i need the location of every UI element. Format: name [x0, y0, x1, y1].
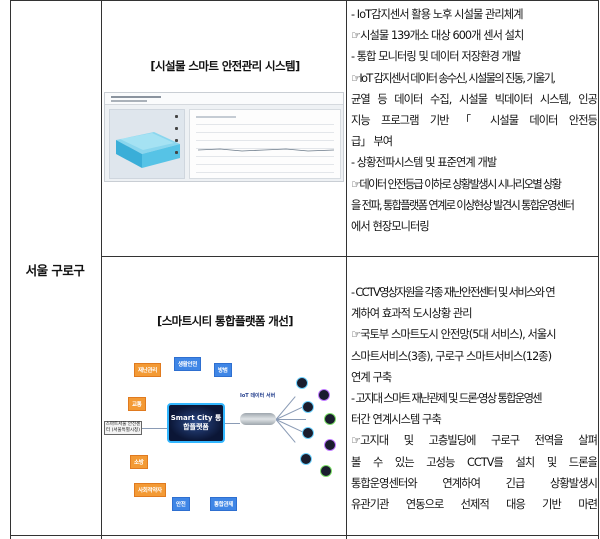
desc-line: 볼 수 있는 고성능 CCTV를 설치 및 드론을 — [351, 455, 597, 469]
system-title-platform: [스마트시티 통합플랫폼 개선] — [157, 314, 293, 328]
desc-line: 연계 구축 — [351, 370, 392, 384]
desc-line: 터간 연계시스템 구축 — [351, 413, 442, 427]
safety-system-screenshot — [104, 92, 344, 182]
safety-system-description: - IoT감지센서 활용 노후 시설물 관리체계 ☞시설물 139개소 대상 6… — [351, 4, 597, 237]
desc-line: 에서 현장모니터링 — [351, 219, 430, 233]
system-title-safety: [시설물 스마트 안전관리 시스템] — [150, 59, 300, 73]
service-chip: 교통 — [128, 397, 146, 411]
desc-line: 계하여 효과적 도시상황 관리 — [351, 307, 473, 321]
desc-line: 을 전파, 통합플랫폼 연계로 이상현상 발견시 통합운영센터 — [351, 198, 575, 212]
service-node-icon — [300, 453, 312, 465]
desc-line: 균열 등 데이터 수집, 시설물 빅데이터 시스템, 인공 — [351, 92, 597, 106]
desc-line: - IoT감지센서 활용 노후 시설물 관리체계 — [351, 8, 523, 21]
table-border-left — [10, 0, 11, 539]
desc-line: ☞시설물 139개소 대상 600개 센서 설치 — [351, 29, 524, 43]
service-chip: 사회적약자 — [134, 483, 166, 497]
service-chip: 방범 — [214, 363, 232, 377]
desc-line: - 고지대 스마트 재난관제 및 드론·영상 통합운영센 — [351, 391, 543, 405]
service-node-icon — [324, 439, 336, 451]
desc-line: 스마트서비스(3종), 구로구 스마트서비스(12종) — [351, 349, 552, 363]
platform-diagram: 스마트서울 안전센터 (서울특별시청) Smart City 통합플랫폼 재난관… — [104, 355, 344, 525]
desc-line: ☞데이터 안전등급 이하로 상황발생시 시나리오별 상황 — [351, 177, 562, 191]
table-border-col1 — [101, 0, 102, 539]
table-border-top — [10, 0, 599, 1]
service-node-icon — [296, 377, 308, 389]
desc-line: - 상황전파시스템 및 표준연계 개발 — [351, 156, 497, 170]
service-node-icon — [324, 413, 336, 425]
service-node-icon — [318, 389, 330, 401]
desc-line: 지능 프로그램 기반 「 시설물 데이터 안전등 — [351, 113, 597, 127]
table-border-bottom — [10, 535, 599, 536]
service-node-icon — [302, 401, 314, 413]
service-chip: 생활안전 — [174, 357, 202, 371]
left-box: 스마트서울 안전센터 (서울특별시청) — [104, 421, 142, 435]
table-border-right — [598, 0, 599, 539]
row-divider — [101, 256, 599, 257]
desc-line: 통합운영센터와 연계하여 긴급 상황발생시 — [351, 476, 597, 490]
service-chip: 재난관리 — [134, 363, 162, 377]
desc-line: 유관기관 연동으로 선제적 대응 기반 마련 — [351, 497, 597, 511]
service-node-icon — [320, 465, 332, 477]
data-cylinder — [240, 413, 276, 425]
region-name: 서울 구로구 — [25, 263, 85, 278]
service-chip: 통합관제 — [210, 497, 238, 511]
service-node-icon — [302, 427, 314, 439]
desc-line: ☞국토부 스마트도시 안전망(5대 서비스), 서울시 — [351, 328, 557, 342]
desc-line: - 통합 모니터링 및 데이터 저장환경 개발 — [351, 50, 521, 64]
platform-description: - CCTV영상자원을 각종 재난안전센터 및 서비스와 연 계하여 효과적 도… — [351, 282, 597, 515]
service-chip: 소방 — [130, 455, 148, 469]
desc-line: ☞고지대 및 고층빌딩에 구로구 전역을 살펴 — [351, 434, 597, 448]
desc-line: ☞IoT 감지센서 데이터 송수신, 시설물의 진동, 기울기, — [351, 71, 556, 85]
service-chip: 안전 — [172, 497, 190, 511]
platform-hub: Smart City 통합플랫폼 — [167, 403, 225, 443]
desc-line: - CCTV영상자원을 각종 재난안전센터 및 서비스와 연 — [351, 286, 556, 299]
table-border-col2 — [346, 0, 347, 539]
desc-line: 급」 부여 — [351, 135, 393, 149]
iot-server-label: IoT 데이터 서버 — [240, 393, 276, 399]
